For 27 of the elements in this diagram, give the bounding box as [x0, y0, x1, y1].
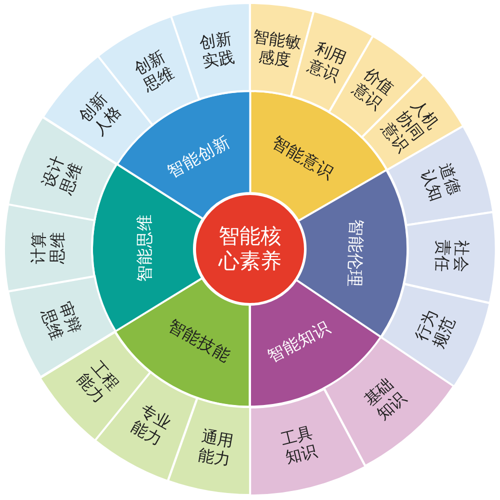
segment-label: 工具知识: [278, 422, 320, 468]
outer-ring-segment: [4, 204, 95, 292]
sector-title: 智能创新: [164, 132, 234, 182]
segment-label: 基础知识: [359, 373, 411, 426]
sector-title: 智能意识: [268, 132, 337, 184]
segment-label: 利用意识: [304, 38, 350, 88]
outer-ring-segment: [404, 212, 496, 303]
segment-label: 创新思维: [129, 46, 178, 98]
segment-label: 道德认知: [416, 160, 465, 206]
segment-label: 专业能力: [127, 400, 176, 451]
segment-label: 创新实践: [197, 28, 238, 72]
segment-label: 智能敏感度: [252, 26, 304, 72]
segment-label: 行为规范: [410, 306, 460, 354]
sector-title: 智能思维: [134, 214, 156, 282]
segment-label: 社会责任: [432, 238, 472, 275]
sector-title: 智能知识: [264, 316, 334, 366]
segment-label: 创新人格: [74, 88, 126, 140]
segment-label: 审辩思维: [36, 298, 86, 344]
outer-ring-segment: [250, 388, 366, 495]
segment-label: 计算思维: [28, 231, 68, 266]
segment-label: 通用能力: [196, 426, 236, 470]
center-title: 智能核心素养: [217, 224, 282, 274]
segment-label: 工程能力: [72, 356, 124, 409]
sector-title: 智能伦理: [344, 218, 366, 287]
segment-label: 价值意识: [348, 62, 398, 114]
sector-title: 智能技能: [164, 315, 234, 366]
segment-label: 设计思维: [37, 152, 87, 199]
